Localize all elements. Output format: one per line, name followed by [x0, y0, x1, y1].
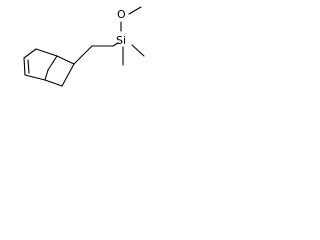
bond-ring-c7-c5 — [44, 79, 63, 87]
bond-bridge-bottom — [44, 69, 49, 81]
bond-ring-double — [27, 59, 30, 74]
bond-si-methyl-right — [131, 44, 145, 57]
bond-ring-c1-c6 — [56, 55, 75, 65]
bond-chain-1 — [73, 45, 93, 65]
oxygen-label: O — [117, 8, 126, 21]
silicon-label: Si — [116, 34, 126, 47]
bond-c-si — [112, 42, 119, 47]
norbornene-cage — [23, 48, 75, 87]
structural-formula: O Si — [23, 6, 145, 87]
bond-ring-c3-c4 — [23, 57, 26, 76]
bond-bridge-top — [47, 55, 58, 71]
bond-ring-c6-c7 — [61, 63, 75, 87]
bond-o-methyl — [128, 6, 142, 15]
ethyl-linker — [73, 45, 114, 65]
bond-ring-c4-c5 — [24, 74, 46, 81]
bond-ring-c1-c2 — [35, 48, 58, 57]
silyl-group — [112, 6, 145, 66]
bond-ring-c2-c3 — [23, 48, 37, 59]
